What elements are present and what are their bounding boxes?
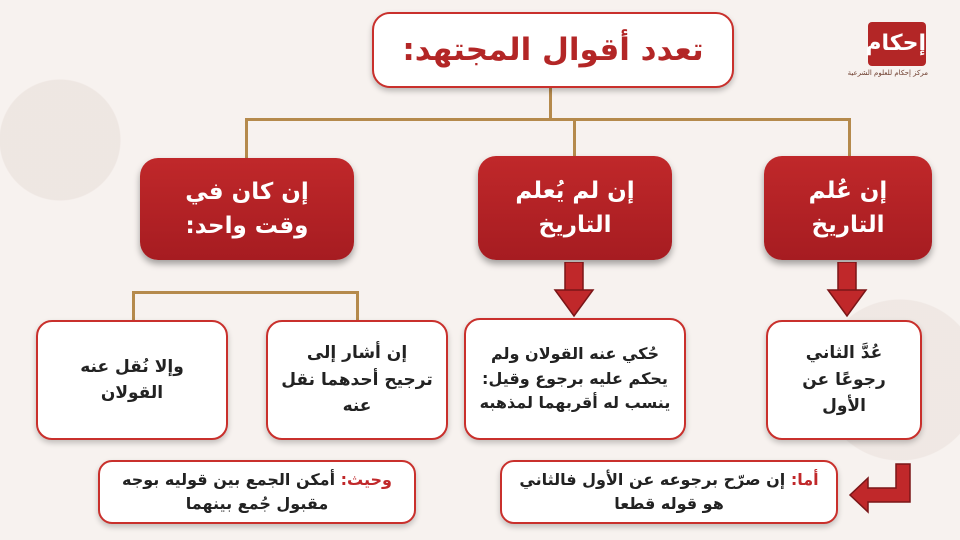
- note-explicit-text: إن صرّح برجوعه عن الأول فالثاني هو قوله …: [519, 470, 786, 513]
- result-same-time-else: وإلا نُقل عنه القولان: [36, 320, 228, 440]
- connector-sub-horizontal: [132, 291, 358, 294]
- result-same-time-preferred-text: إن أشار إلى ترجيح أحدهما نقل عنه: [281, 343, 433, 417]
- result-same-time-preferred: إن أشار إلى ترجيح أحدهما نقل عنه: [266, 320, 448, 440]
- note-reconcile: وحيث: أمكن الجمع بين قوليه بوجه مقبول جُ…: [98, 460, 416, 524]
- result-same-time-else-text: وإلا نُقل عنه القولان: [80, 356, 184, 403]
- connector-branch-left: [245, 118, 248, 166]
- branch-known-label: إن عُلم التاريخ: [808, 177, 888, 239]
- arrow-down-known-icon: [826, 262, 868, 318]
- return-arrow-icon: [848, 463, 911, 514]
- connector-branch-middle: [573, 118, 576, 166]
- branch-same-time: إن كان في وقت واحد:: [140, 158, 354, 260]
- result-known-text: عُدَّ الثاني رجوعًا عن الأول: [802, 343, 886, 417]
- logo: إحكام مركز إحكام للعلوم الشرعية: [847, 22, 928, 77]
- note-explicit-prefix: أما:: [790, 470, 819, 489]
- note-reconcile-text: أمكن الجمع بين قوليه بوجه مقبول جُمع بين…: [122, 470, 336, 513]
- branch-known: إن عُلم التاريخ: [764, 156, 932, 260]
- page-title: تعدد أقوال المجتهد:: [402, 32, 704, 68]
- branch-unknown: إن لم يُعلم التاريخ: [478, 156, 672, 260]
- connector-title-down: [549, 84, 552, 120]
- title-box: تعدد أقوال المجتهد:: [372, 12, 734, 88]
- connector-branch-right: [848, 118, 851, 166]
- branch-unknown-label: إن لم يُعلم التاريخ: [515, 177, 635, 239]
- connector-sub-left: [132, 291, 135, 321]
- branch-same-time-label: إن كان في وقت واحد:: [185, 178, 309, 240]
- result-known: عُدَّ الثاني رجوعًا عن الأول: [766, 320, 922, 440]
- result-unknown: حُكي عنه القولان ولم يحكم عليه برجوع وقي…: [464, 318, 686, 440]
- logo-mark: إحكام: [865, 22, 926, 66]
- arrow-down-unknown-icon: [553, 262, 595, 318]
- logo-subtitle: مركز إحكام للعلوم الشرعية: [847, 69, 928, 77]
- connector-horizontal-top: [245, 118, 851, 121]
- note-explicit: أما: إن صرّح برجوعه عن الأول فالثاني هو …: [500, 460, 838, 524]
- result-unknown-text: حُكي عنه القولان ولم يحكم عليه برجوع وقي…: [479, 343, 671, 413]
- connector-sub-right: [356, 291, 359, 321]
- note-reconcile-prefix: وحيث:: [340, 470, 392, 489]
